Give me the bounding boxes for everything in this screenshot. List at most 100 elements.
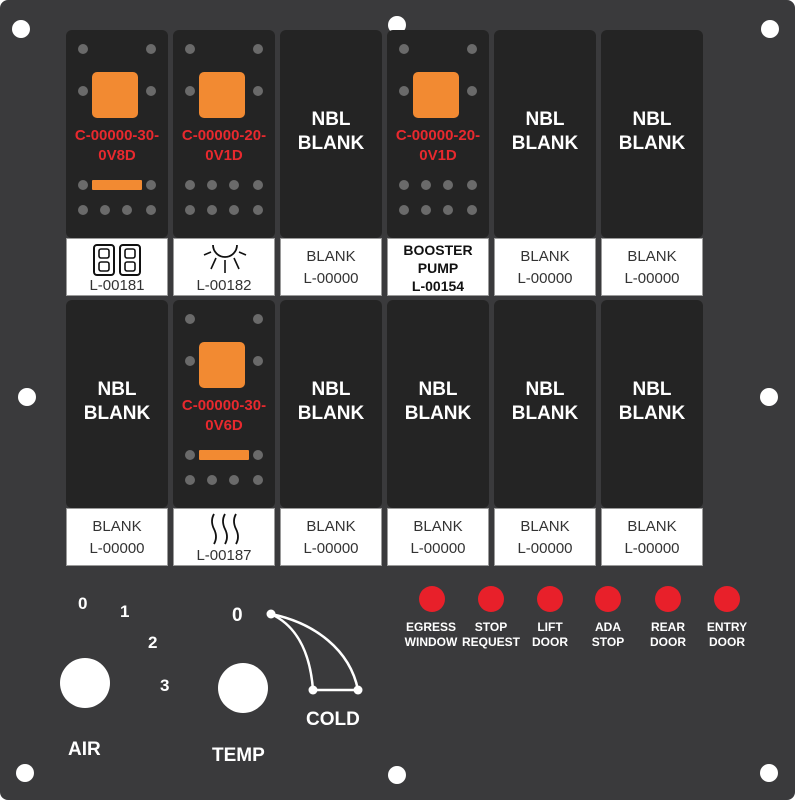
rocker-switch[interactable]: C-00000-30- 0V6D — [173, 300, 275, 508]
label-code: L-00000 — [410, 540, 466, 557]
indicator-dot — [78, 44, 88, 54]
label-code: L-00000 — [303, 540, 359, 557]
temp-position-0: 0 — [232, 605, 243, 626]
label-code: L-00000 — [624, 270, 680, 287]
rocker-switch[interactable]: C-00000-20- 0V1D — [387, 30, 489, 238]
blank-switch: NBL BLANK — [280, 300, 382, 508]
indicator-dot — [185, 356, 195, 366]
indicator-dot — [146, 180, 156, 190]
air-position-3: 3 — [160, 676, 170, 695]
mounting-hole — [760, 388, 778, 406]
switch-bar — [199, 450, 249, 460]
indicator-dot — [146, 86, 156, 96]
indicator-dot — [185, 180, 195, 190]
indicator-dot — [253, 205, 263, 215]
air-position-0: 0 — [78, 594, 88, 613]
light-icon — [203, 244, 247, 273]
indicator-dot — [146, 205, 156, 215]
legend-label: BLANK L-00000 — [387, 508, 489, 566]
mounting-hole — [12, 20, 30, 38]
legend-label: BLANK L-00000 — [494, 508, 596, 566]
part-code: C-00000-20- 0V1D — [395, 127, 481, 164]
label-code: L-00181 — [89, 277, 145, 294]
legend-label: BLANK L-00000 — [280, 238, 382, 296]
label-code: L-00000 — [89, 540, 145, 557]
indicator-dot — [229, 475, 239, 485]
label-text: PUMP — [417, 260, 459, 276]
indicator-light-ada-stop — [595, 586, 621, 612]
indicator-dot — [185, 86, 195, 96]
rocker-switch[interactable]: C-00000-30- 0V8D — [66, 30, 168, 238]
label-text: BLANK — [520, 248, 570, 265]
nbl-blank-text: NBL BLANK — [511, 379, 579, 424]
legend-label: BLANK L-00000 — [280, 508, 382, 566]
indicator-dot — [253, 356, 263, 366]
indicator-dot — [78, 205, 88, 215]
indicator-dot — [100, 205, 110, 215]
indicator-dot — [399, 44, 409, 54]
nbl-blank-text: NBL BLANK — [297, 379, 365, 424]
indicator-dot — [253, 86, 263, 96]
indicator-dot — [399, 180, 409, 190]
indicator-dot — [185, 450, 195, 460]
indicator-dot — [421, 180, 431, 190]
indicator-dot — [399, 86, 409, 96]
indicator-dot — [253, 314, 263, 324]
indicator-dot — [207, 475, 217, 485]
label-code: L-00154 — [411, 278, 465, 294]
indicator-dot — [399, 205, 409, 215]
label-text: BLANK — [520, 518, 570, 535]
rocker-switch[interactable]: C-00000-20- 0V1D — [173, 30, 275, 238]
indicator-dot — [207, 180, 217, 190]
indicator-dot — [185, 205, 195, 215]
mounting-hole — [760, 764, 778, 782]
indicator-dot — [185, 314, 195, 324]
part-code: C-00000-20- 0V1D — [181, 127, 267, 164]
legend-label: L-00181 — [66, 238, 168, 296]
legend-label: L-00187 — [173, 508, 275, 566]
indicator-dot — [78, 86, 88, 96]
air-knob[interactable] — [60, 658, 110, 708]
switch-pad — [413, 72, 459, 118]
label-text: BLANK — [627, 248, 677, 265]
label-text: BLANK — [306, 518, 356, 535]
indicator-dot — [146, 44, 156, 54]
indicator-dot — [467, 44, 477, 54]
label-code: L-00000 — [624, 540, 680, 557]
nbl-blank-text: NBL BLANK — [618, 109, 686, 154]
air-position-2: 2 — [148, 633, 158, 652]
mounting-hole — [18, 388, 36, 406]
indicator-dot — [78, 180, 88, 190]
seat-icon — [93, 244, 141, 276]
indicator-dot — [253, 180, 263, 190]
indicator-dot — [185, 44, 195, 54]
indicator-dot — [229, 205, 239, 215]
label-code: L-00000 — [517, 270, 573, 287]
mounting-hole — [388, 16, 406, 34]
switch-pad — [199, 72, 245, 118]
indicator-dot — [443, 180, 453, 190]
label-text: BOOSTER — [403, 242, 473, 258]
indicator-dot — [207, 205, 217, 215]
nbl-blank-text: NBL BLANK — [511, 109, 579, 154]
label-code: L-00182 — [196, 277, 252, 294]
legend-label: BOOSTER PUMP L-00154 — [387, 238, 489, 296]
label-code: L-00000 — [517, 540, 573, 557]
nbl-blank-text: NBL BLANK — [83, 379, 151, 424]
temp-knob[interactable] — [218, 663, 268, 713]
indicator-dot — [467, 86, 477, 96]
blank-switch: NBL BLANK — [387, 300, 489, 508]
label-text: BLANK — [306, 248, 356, 265]
label-text: BLANK — [92, 518, 142, 535]
nbl-blank-text: NBL BLANK — [297, 109, 365, 154]
legend-label: BLANK L-00000 — [66, 508, 168, 566]
legend-label: L-00182 — [173, 238, 275, 296]
switch-bar — [92, 180, 142, 190]
switch-pad — [199, 342, 245, 388]
part-code: C-00000-30- 0V6D — [181, 397, 267, 434]
legend-label: BLANK L-00000 — [601, 238, 703, 296]
